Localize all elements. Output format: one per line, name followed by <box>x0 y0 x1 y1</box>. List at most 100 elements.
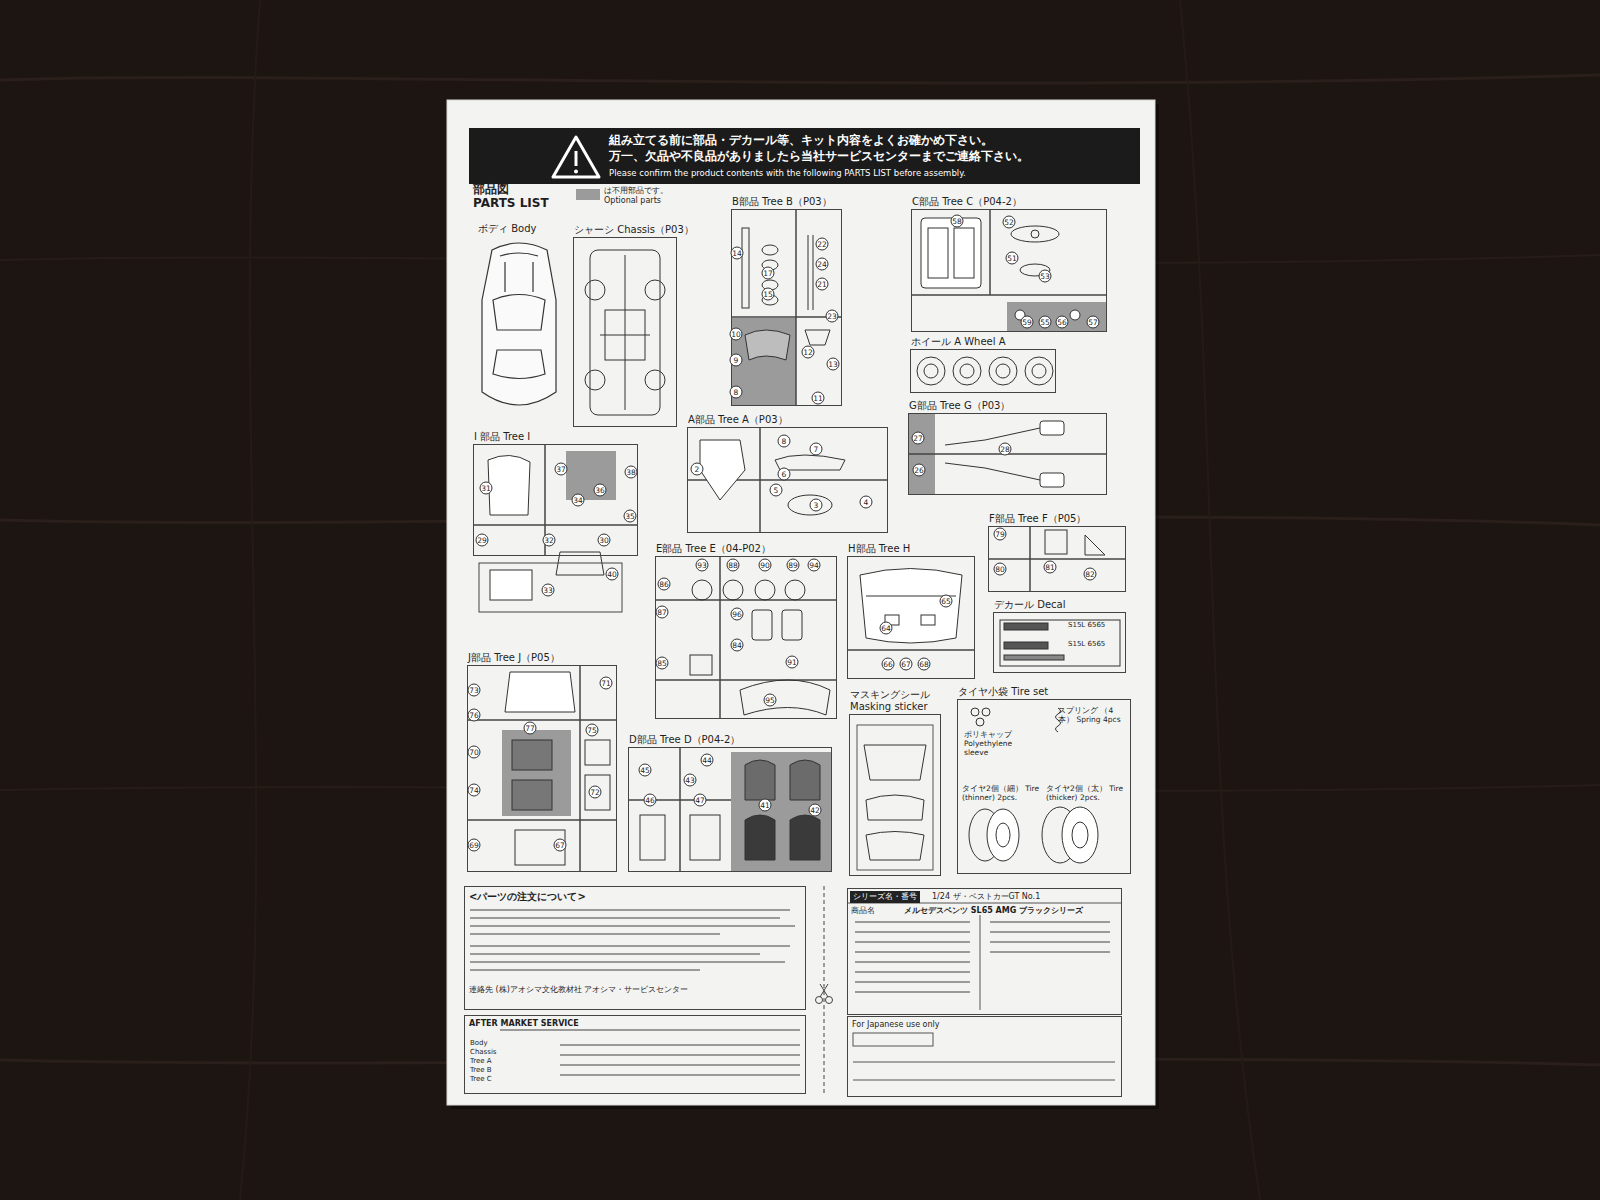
callout-number: 7 <box>810 443 823 456</box>
sprue-runner <box>655 679 837 681</box>
car-body-drawing <box>493 350 545 379</box>
part-label: Tree C <box>470 1076 492 1084</box>
parts-drawing <box>1004 655 1064 660</box>
fine-print <box>470 961 785 963</box>
parts-drawing <box>692 580 712 600</box>
callout-number: 81 <box>1044 561 1057 574</box>
callout-number: 15 <box>762 288 775 301</box>
parts-drawing <box>745 330 790 360</box>
parts-drawing <box>813 235 814 310</box>
callout-number: 38 <box>625 466 638 479</box>
callout-number: 84 <box>731 639 744 652</box>
chassis-drawing <box>585 280 605 300</box>
warning-band <box>575 151 578 166</box>
warning-band <box>574 170 578 174</box>
warning-band <box>469 128 1140 184</box>
parts-drawing <box>971 708 979 716</box>
callout-number: 74 <box>468 784 481 797</box>
chassis-drawing <box>645 370 665 390</box>
sheet-title: 部品図 PARTS LIST <box>473 183 551 211</box>
parts-drawing <box>928 228 948 278</box>
parts-drawing <box>488 455 530 515</box>
callout-number: 72 <box>589 786 602 799</box>
parts-drawing <box>945 428 1040 445</box>
parts-drawing <box>996 364 1010 378</box>
fine-print <box>855 951 970 953</box>
parts-drawing <box>1072 822 1088 848</box>
callout-number: 88 <box>727 559 740 572</box>
callout-number: 43 <box>684 774 697 787</box>
tree-heading: マスキングシール Masking sticker <box>850 689 945 713</box>
box-text: 1/24 ザ・ベストカーGT No.1 <box>932 892 1040 902</box>
japan-use-box: For Japanese use only <box>847 1016 1122 1097</box>
callout-number: 8 <box>730 386 743 399</box>
sprue-runner <box>473 524 638 526</box>
box-text: 商品名 <box>851 906 875 916</box>
car-body-drawing <box>482 243 556 405</box>
fine-print <box>470 969 700 971</box>
callout-number: 29 <box>476 534 489 547</box>
callout-number: 79 <box>994 528 1007 541</box>
callout-number: 70 <box>468 746 481 759</box>
box-text: For Japanese use only <box>852 1020 940 1030</box>
car-body-drawing <box>493 295 545 331</box>
parts-drawing <box>1025 357 1053 385</box>
callout-number: 45 <box>639 764 652 777</box>
parts-drawing <box>1062 807 1098 863</box>
callout-number: 37 <box>555 463 568 476</box>
parts-drawing <box>917 357 945 385</box>
callout-number: 22 <box>816 238 829 251</box>
tree-heading: J部品 Tree J（P05） <box>468 652 560 664</box>
parts-drawing <box>924 364 938 378</box>
parts-drawing <box>1031 230 1039 238</box>
optional-part-shading <box>566 451 616 500</box>
car-body-drawing <box>482 243 556 405</box>
callout-number: 95 <box>764 694 777 707</box>
callout-number: 21 <box>816 278 829 291</box>
callout-number: 87 <box>656 606 669 619</box>
sprue-runner <box>759 427 761 533</box>
parts-drawing <box>808 235 809 310</box>
callout-number: 47 <box>694 794 707 807</box>
callout-number: 10 <box>730 328 743 341</box>
callout-number: 2 <box>691 463 704 476</box>
optional-part-shading <box>731 752 831 871</box>
cut-line <box>820 984 828 997</box>
chassis-drawing <box>585 370 605 390</box>
fine-print <box>990 931 1110 933</box>
parts-drawing <box>982 708 990 716</box>
chassis-drawing <box>590 250 660 415</box>
car-body-drawing <box>504 262 505 292</box>
optional-part-shading <box>1007 302 1106 331</box>
fine-print <box>560 1044 800 1046</box>
parts-drawing <box>690 815 720 860</box>
sprue-runner <box>795 209 797 406</box>
parts-drawing <box>1040 421 1064 435</box>
fine-print <box>470 909 790 911</box>
fine-print <box>855 921 970 923</box>
callout-number: 76 <box>468 709 481 722</box>
fine-print <box>470 910 1110 1075</box>
callout-number: 51 <box>1006 252 1019 265</box>
parts-drawing <box>1000 620 1120 666</box>
legend-swatch <box>576 189 600 200</box>
callout-number: 57 <box>1087 316 1100 329</box>
fine-print <box>990 941 1110 943</box>
callout-number: 33 <box>542 584 555 597</box>
sprue-runner <box>911 294 1107 296</box>
parts-drawing <box>585 740 610 765</box>
chassis-drawing <box>600 335 650 336</box>
parts-tree: D部品 Tree D（P04-2） <box>628 747 832 872</box>
parts-drawing <box>742 228 749 308</box>
callout-number: 73 <box>468 684 481 697</box>
box-text: 組み立てる前に部品・デカール等、キット内容をよくお確かめ下さい。 <box>609 133 1129 147</box>
part-label: Tree A <box>470 1058 492 1066</box>
callout-number: 27 <box>912 432 925 445</box>
parts-drawing <box>953 357 981 385</box>
order-form-lines <box>853 1080 1115 1081</box>
parts-drawing <box>866 832 924 861</box>
fine-print <box>990 951 1110 953</box>
callout-number: 80 <box>994 563 1007 576</box>
after-market-box: AFTER MARKET SERVICE <box>464 1015 806 1094</box>
